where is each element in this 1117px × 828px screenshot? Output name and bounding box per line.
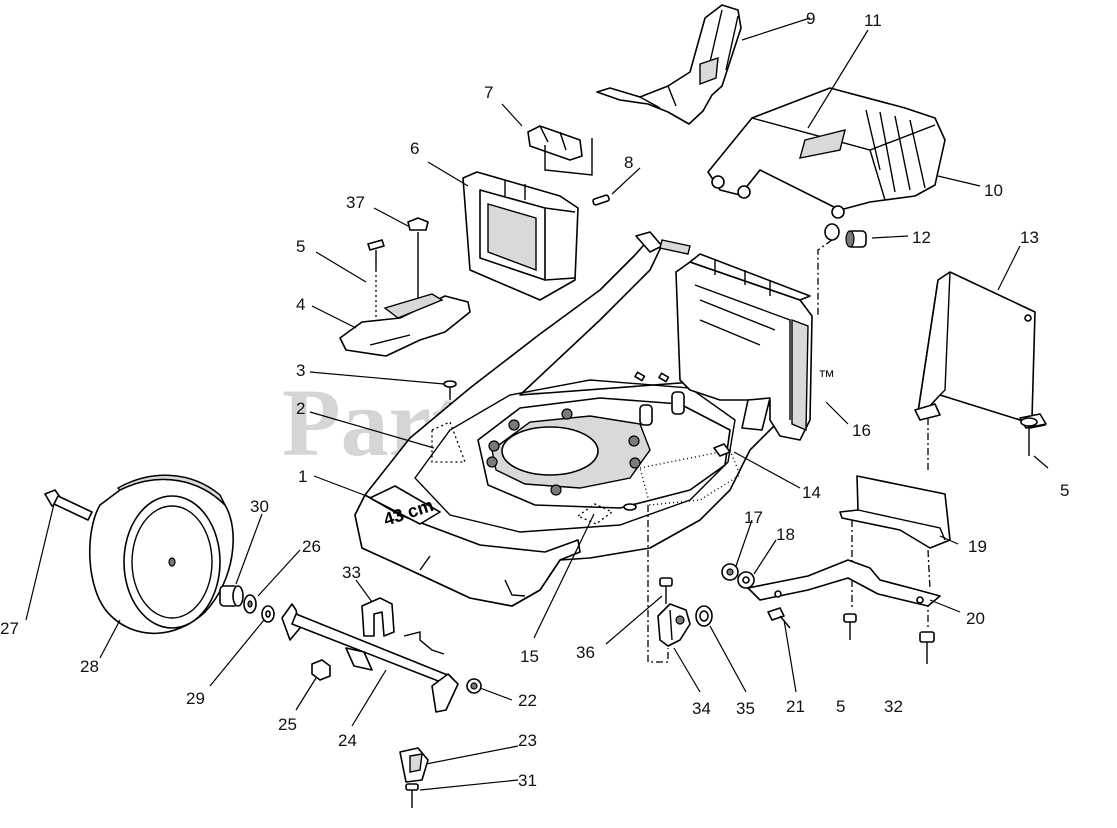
callout-12: 12 <box>912 228 931 247</box>
part-33-clip <box>361 597 395 637</box>
callout-8: 8 <box>624 153 633 172</box>
callout-17: 17 <box>744 508 763 527</box>
callout-10: 10 <box>984 181 1003 200</box>
callout-29: 29 <box>186 689 205 708</box>
part-26-washer <box>243 594 257 614</box>
part-18-washer <box>737 571 755 589</box>
callout-26: 26 <box>302 537 321 556</box>
callout-23: 23 <box>518 731 537 750</box>
callout-37: 37 <box>346 193 365 212</box>
callout-5-bottom: 5 <box>836 697 845 716</box>
part-37-plug <box>407 217 429 298</box>
part-9-handle-bracket <box>596 4 742 125</box>
part-27-axle-bolt <box>44 489 93 521</box>
part-1-mower-deck <box>354 237 781 607</box>
callout-20: 20 <box>966 609 985 628</box>
callout-5-top: 5 <box>296 237 305 256</box>
callout-34: 34 <box>692 699 711 718</box>
part-5-screw-bottom <box>843 613 857 640</box>
part-24-axle <box>281 603 459 713</box>
callout-31: 31 <box>518 771 537 790</box>
callout-7: 7 <box>484 83 493 102</box>
callout-25: 25 <box>278 715 297 734</box>
deck-drain-hole <box>623 503 637 511</box>
part-30-bushing <box>219 585 244 607</box>
part-4-mulch-plate <box>339 293 471 357</box>
assembly-line-cover <box>817 239 833 318</box>
part-14-screw <box>713 443 731 457</box>
callout-16: 16 <box>852 421 871 440</box>
callout-19: 19 <box>968 537 987 556</box>
assembly-line-bolt <box>647 505 669 663</box>
part-31-screw <box>405 783 419 808</box>
callout-35: 35 <box>736 699 755 718</box>
part-23-plate <box>399 747 429 783</box>
callout-32: 32 <box>884 697 903 716</box>
part-7-latch <box>527 125 593 176</box>
callout-33: 33 <box>342 563 361 582</box>
callout-6: 6 <box>410 139 419 158</box>
part-13-rear-guard <box>914 271 1047 429</box>
part-34-height-adjuster <box>657 603 691 647</box>
callout-2: 2 <box>296 399 305 418</box>
part-32-screw <box>919 631 935 664</box>
part-5-screw-top <box>367 239 385 325</box>
callout-13: 13 <box>1020 228 1039 247</box>
callout-4: 4 <box>296 295 305 314</box>
part-17-nut <box>721 563 739 581</box>
part-25-nut <box>311 659 331 681</box>
assembly-line-bracket-right <box>927 549 931 630</box>
part-36-bolt <box>659 577 673 604</box>
part-19-deflector <box>839 475 951 549</box>
watermark-tm: ™ <box>818 367 835 386</box>
callout-11: 11 <box>864 11 882 30</box>
part-8-pin <box>592 194 610 206</box>
part-20-bracket <box>747 559 941 607</box>
part-22-bushing <box>466 678 482 694</box>
callout-30: 30 <box>250 497 269 516</box>
part-28-wheel <box>88 474 234 635</box>
callout-5-right: 5 <box>1060 481 1069 500</box>
callout-22: 22 <box>518 691 537 710</box>
part-35-washer <box>695 605 713 627</box>
callout-27: 27 <box>0 619 19 638</box>
part-6-chute-frame <box>462 171 579 301</box>
callout-numbers: 9 11 7 6 8 10 37 12 5 13 4 3 2 16 1 14 5… <box>0 9 1069 790</box>
callout-15: 15 <box>520 647 539 666</box>
part-2-hidden-outline <box>431 421 466 463</box>
part-10-rear-cover <box>707 87 946 219</box>
part-12-nut <box>824 223 867 248</box>
part-29-washer <box>261 605 275 623</box>
callout-36: 36 <box>576 643 595 662</box>
leader-lines <box>25 17 1049 791</box>
callout-21: 21 <box>786 697 805 716</box>
callout-1: 1 <box>298 467 307 486</box>
callout-24: 24 <box>338 731 357 750</box>
callout-18: 18 <box>776 525 795 544</box>
callout-28: 28 <box>80 657 99 676</box>
callout-9: 9 <box>806 9 815 28</box>
callout-14: 14 <box>802 483 821 502</box>
part-21-screw <box>767 607 791 629</box>
callout-3: 3 <box>296 361 305 380</box>
part-16-rear-frame <box>635 231 813 441</box>
part-5-screw-right <box>1020 417 1038 456</box>
